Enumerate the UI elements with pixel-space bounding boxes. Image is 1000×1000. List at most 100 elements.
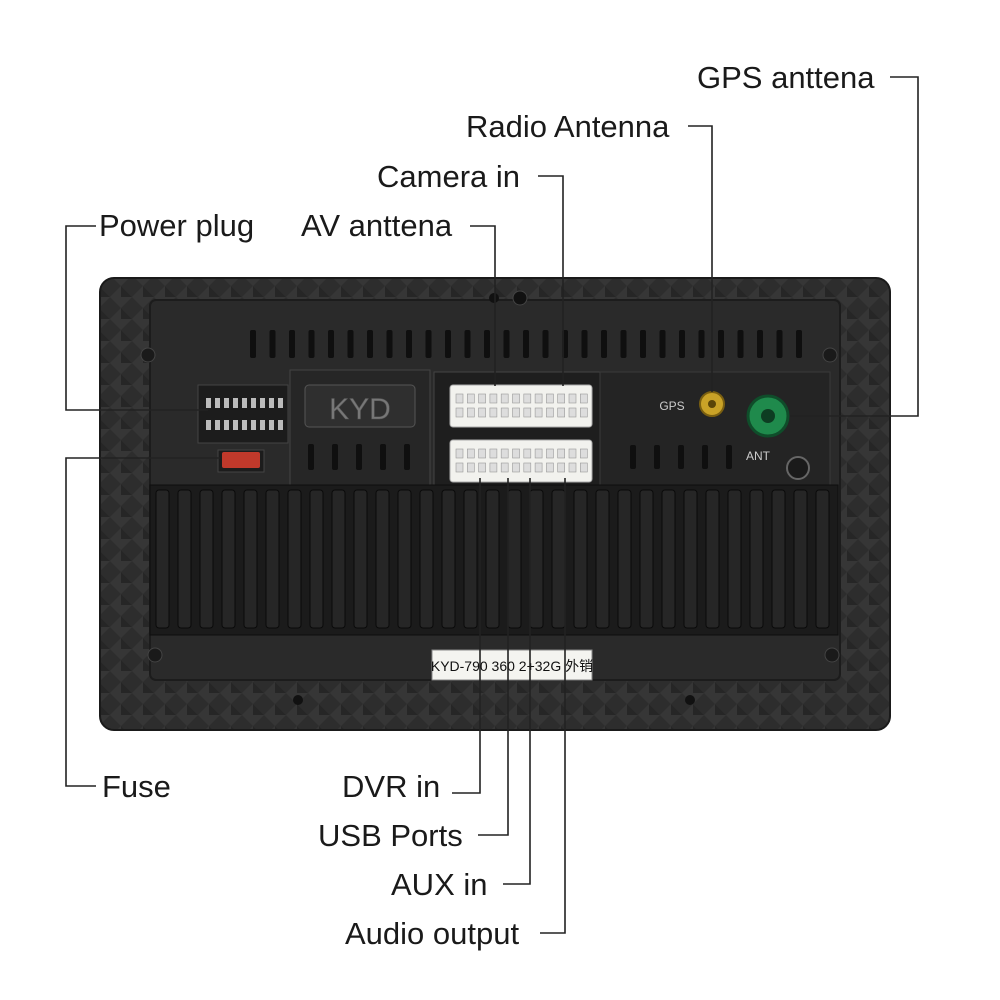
power-pin	[215, 398, 220, 408]
gps-leader	[790, 76, 919, 417]
heat-sink-fin	[309, 489, 324, 629]
vent-slot	[308, 330, 315, 358]
connector-pin	[523, 393, 532, 404]
heat-sink-fin	[705, 489, 720, 629]
power-pin	[224, 398, 229, 408]
connector-pin	[557, 393, 566, 404]
logo-plate	[304, 384, 416, 428]
power-pin	[242, 420, 247, 430]
connector-pin	[546, 393, 554, 404]
dvr-in-label: DVR in	[342, 769, 441, 804]
connector-lower	[449, 439, 593, 483]
av-antenna-label: AV anttena	[301, 208, 453, 243]
antenna-panel-slot	[726, 445, 732, 469]
power-pin	[206, 420, 211, 430]
vent-slot	[796, 330, 802, 358]
connector-pin	[579, 462, 588, 473]
power-pin	[251, 420, 256, 430]
power-pin	[260, 420, 265, 430]
camera-in-label: Camera in	[377, 159, 520, 194]
heat-sink-fin	[331, 489, 346, 629]
power-leader	[65, 225, 208, 411]
connector-pin	[478, 448, 486, 459]
connector-pin	[523, 462, 532, 473]
heat-sink-fin	[397, 489, 412, 629]
connector-pin	[478, 393, 486, 404]
connector-pin	[500, 448, 509, 459]
heat-sink-fin	[793, 489, 808, 629]
fuse	[222, 452, 260, 468]
vent-slot	[367, 330, 373, 358]
power-pin	[233, 420, 238, 430]
vent-slot	[445, 330, 451, 358]
vent-slot	[269, 330, 276, 358]
screw-hole	[512, 290, 528, 306]
heat-sink-fin	[375, 489, 390, 629]
screw	[685, 695, 695, 705]
connector-pin	[500, 393, 509, 404]
power-pin	[269, 420, 274, 430]
heat-sink-fin	[353, 489, 368, 629]
heat-sink-fin	[177, 489, 192, 629]
power-pin	[278, 420, 283, 430]
vent-slot	[406, 330, 412, 358]
heat-sink-fin	[573, 489, 588, 629]
power-pin	[233, 398, 238, 408]
connector-pin	[557, 407, 566, 418]
screw-hole	[489, 293, 499, 303]
power-pin	[278, 398, 283, 408]
radio-antenna-port-core	[761, 409, 775, 423]
vent-slot	[601, 330, 607, 358]
antenna-panel-slot	[654, 445, 660, 469]
connector-pin	[500, 407, 509, 418]
vent-slot	[737, 330, 744, 358]
vent-slot	[328, 330, 334, 358]
heat-sink-fin	[265, 489, 280, 629]
vent-slot	[776, 330, 783, 358]
vent-slot	[347, 330, 354, 358]
connector-pin	[455, 407, 464, 418]
power-pin	[269, 398, 274, 408]
heat-sink-fin	[529, 489, 544, 629]
vent-slot	[503, 330, 510, 358]
power-pin	[215, 420, 220, 430]
vent-slot	[581, 330, 588, 358]
screw	[147, 647, 163, 663]
power-pin	[206, 398, 211, 408]
connector-pin	[557, 462, 566, 473]
power-pin	[251, 398, 256, 408]
aux-leader	[503, 478, 531, 885]
vent-slot	[484, 330, 490, 358]
connector-pin	[455, 462, 464, 473]
antenna-panel-slot	[630, 445, 636, 469]
heat-sink-fin	[441, 489, 456, 629]
connector-pin	[512, 407, 520, 418]
heat-sink-fin	[221, 489, 236, 629]
gps-port-core	[708, 400, 716, 408]
lte-port	[786, 456, 810, 480]
heat-sink-fin	[419, 489, 434, 629]
audio-output-label: Audio output	[345, 916, 520, 951]
connector-pin	[466, 407, 475, 418]
logo-block-slot	[404, 444, 410, 470]
vent-slot	[386, 330, 393, 358]
heat-sink-fin	[199, 489, 214, 629]
connector-pin	[512, 448, 520, 459]
heat-sink-fin	[485, 489, 500, 629]
vent-slot	[659, 330, 666, 358]
heat-sink-fin	[507, 489, 522, 629]
leader-lines	[65, 76, 919, 934]
radio-leader	[688, 125, 713, 392]
gps-port-label: GPS	[659, 399, 684, 413]
power-plug-pins	[206, 398, 283, 430]
connector-pin	[489, 407, 498, 418]
screw	[140, 347, 156, 363]
antenna-panel-slot	[678, 445, 684, 469]
connector-pin	[546, 407, 554, 418]
connector-pin	[489, 462, 498, 473]
power-pin	[260, 398, 265, 408]
antenna-panel-slot	[702, 445, 708, 469]
vent-slot	[698, 330, 705, 358]
